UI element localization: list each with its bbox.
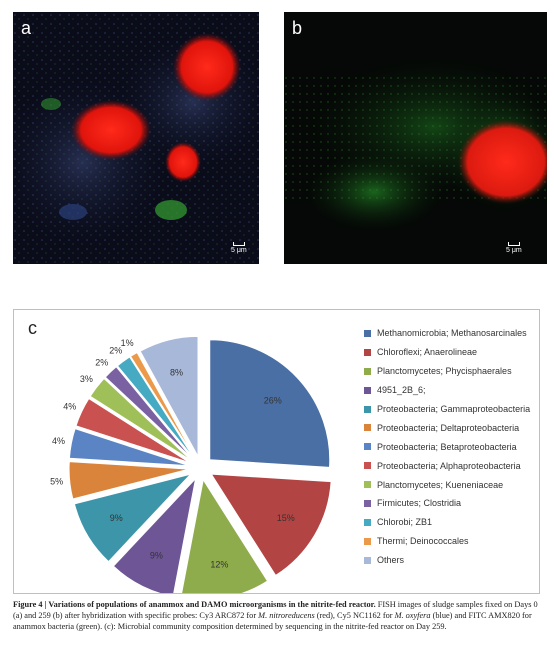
pie-data-label: 1% <box>121 338 134 348</box>
scale-bar-b: 5 μm <box>506 242 522 254</box>
pie-chart-panel: c 26%15%12%9%9%5%4%4%3%2%2%1%8% Methanom… <box>13 309 540 594</box>
legend-item: Planctomycetes; Phycisphaerales <box>364 362 530 381</box>
pie-slice <box>209 339 331 468</box>
pie-data-label: 4% <box>63 401 76 411</box>
scale-bar-b-line <box>507 242 520 246</box>
pie-slice <box>129 351 196 458</box>
scale-bar-a-line <box>232 242 245 246</box>
fish-image-a: a 5 μm <box>13 12 259 264</box>
pie-slice <box>116 356 195 459</box>
legend-label: Proteobacteria; Deltaproteobacteria <box>377 422 520 433</box>
pie-slice <box>68 461 190 500</box>
pie-slice <box>112 477 197 593</box>
legend-swatch <box>364 386 371 394</box>
legend-swatch <box>364 499 371 507</box>
legend-label: Thermi; Deinococcales <box>377 536 469 547</box>
legend-item: Proteobacteria; Alphaproteobacteria <box>364 456 530 475</box>
figure-caption: Figure 4 | Variations of populations of … <box>13 599 541 632</box>
scale-bar-a-label: 5 μm <box>231 247 247 254</box>
pie-slice <box>73 473 193 563</box>
legend-item: Proteobacteria; Betaproteobacteria <box>364 437 530 456</box>
pie-slice <box>210 473 332 577</box>
legend-item: Chloroflexi; Anaerolineae <box>364 343 530 362</box>
legend-swatch <box>364 462 371 470</box>
legend-label: Proteobacteria; Betaproteobacteria <box>377 441 517 452</box>
caption-species-1: M. nitroreducens <box>258 611 315 620</box>
legend-label: Proteobacteria; Gammaproteobacteria <box>377 404 531 414</box>
panel-c-label: c <box>28 318 37 338</box>
legend-label: Chloroflexi; Anaerolineae <box>377 347 478 358</box>
legend-item: Thermi; Deinococcales <box>364 532 530 551</box>
pie-data-label: 12% <box>210 560 228 570</box>
scale-bar-b-label: 5 μm <box>506 247 522 254</box>
pie-slice <box>89 377 192 462</box>
legend-swatch <box>364 556 371 564</box>
legend-item: Chlorobi; ZB1 <box>364 513 530 532</box>
legend-label: Planctomycetes; Phycisphaerales <box>377 366 512 377</box>
fish-image-b-graphic <box>284 12 547 264</box>
caption-text-2: (red), Cy5 NC1162 for <box>314 611 395 620</box>
panel-b-label: b <box>292 18 303 38</box>
panel-a-label: a <box>21 18 32 38</box>
legend-label: Firmicutes; Clostridia <box>377 498 462 509</box>
fish-image-a-graphic <box>13 12 259 264</box>
pie-data-label: 9% <box>110 513 123 523</box>
legend-swatch <box>364 329 371 337</box>
pie-data-label: 2% <box>109 346 122 356</box>
legend-item: Others <box>364 551 530 570</box>
legend-label: Proteobacteria; Alphaproteobacteria <box>377 460 521 471</box>
legend-label: Planctomycetes; Kueneniaceae <box>377 479 504 490</box>
pie-data-label: 4% <box>52 436 65 446</box>
pie-slice <box>104 366 194 460</box>
caption-text-3: (blue) and FITC AMX820 for anammox bacte… <box>13 611 532 631</box>
legend-label: Methanomicrobia; Methanosarcinales <box>377 328 527 339</box>
legend-label: 4951_2B_6; <box>377 385 426 396</box>
legend-swatch <box>364 481 371 489</box>
legend-swatch <box>364 518 371 526</box>
pie-data-label: 2% <box>95 357 108 367</box>
legend-item: Proteobacteria; Gammaproteobacteria <box>364 400 530 419</box>
legend-item: Proteobacteria; Deltaproteobacteria <box>364 418 530 437</box>
pie-data-label: 5% <box>50 477 63 487</box>
legend-swatch <box>364 443 371 451</box>
pie-chart: 26%15%12%9%9%5%4%4%3%2%2%1%8% <box>50 335 332 593</box>
legend-swatch <box>364 405 371 413</box>
pie-data-label: 15% <box>277 513 295 523</box>
legend-swatch <box>364 367 371 375</box>
scale-bar-a: 5 μm <box>231 242 247 254</box>
caption-title: Figure 4 | Variations of populations of … <box>13 600 376 609</box>
legend-label: Chlorobi; ZB1 <box>377 517 433 528</box>
legend-item: 4951_2B_6; <box>364 381 530 400</box>
pie-slice <box>139 335 199 457</box>
legend-label: Others <box>377 555 405 566</box>
pie-slice <box>75 397 191 464</box>
caption-species-2: M. oxyfera <box>394 611 431 620</box>
caption-text-1: FISH images of sludge samples fixed on D… <box>13 600 538 620</box>
legend-item: Firmicutes; Clostridia <box>364 494 530 513</box>
legend-swatch <box>364 348 371 356</box>
pie-data-label: 3% <box>80 374 93 384</box>
pie-data-label: 26% <box>264 396 282 406</box>
fish-image-b: b 5 μm <box>284 12 547 264</box>
legend-item: Planctomycetes; Kueneniaceae <box>364 475 530 494</box>
pie-slice <box>181 478 269 593</box>
legend-item: Methanomicrobia; Methanosarcinales <box>364 324 530 343</box>
pie-data-label: 8% <box>170 368 183 378</box>
pie-data-label: 9% <box>150 551 163 561</box>
legend-swatch <box>364 424 371 432</box>
pie-slice <box>68 428 190 467</box>
legend-swatch <box>364 537 371 545</box>
